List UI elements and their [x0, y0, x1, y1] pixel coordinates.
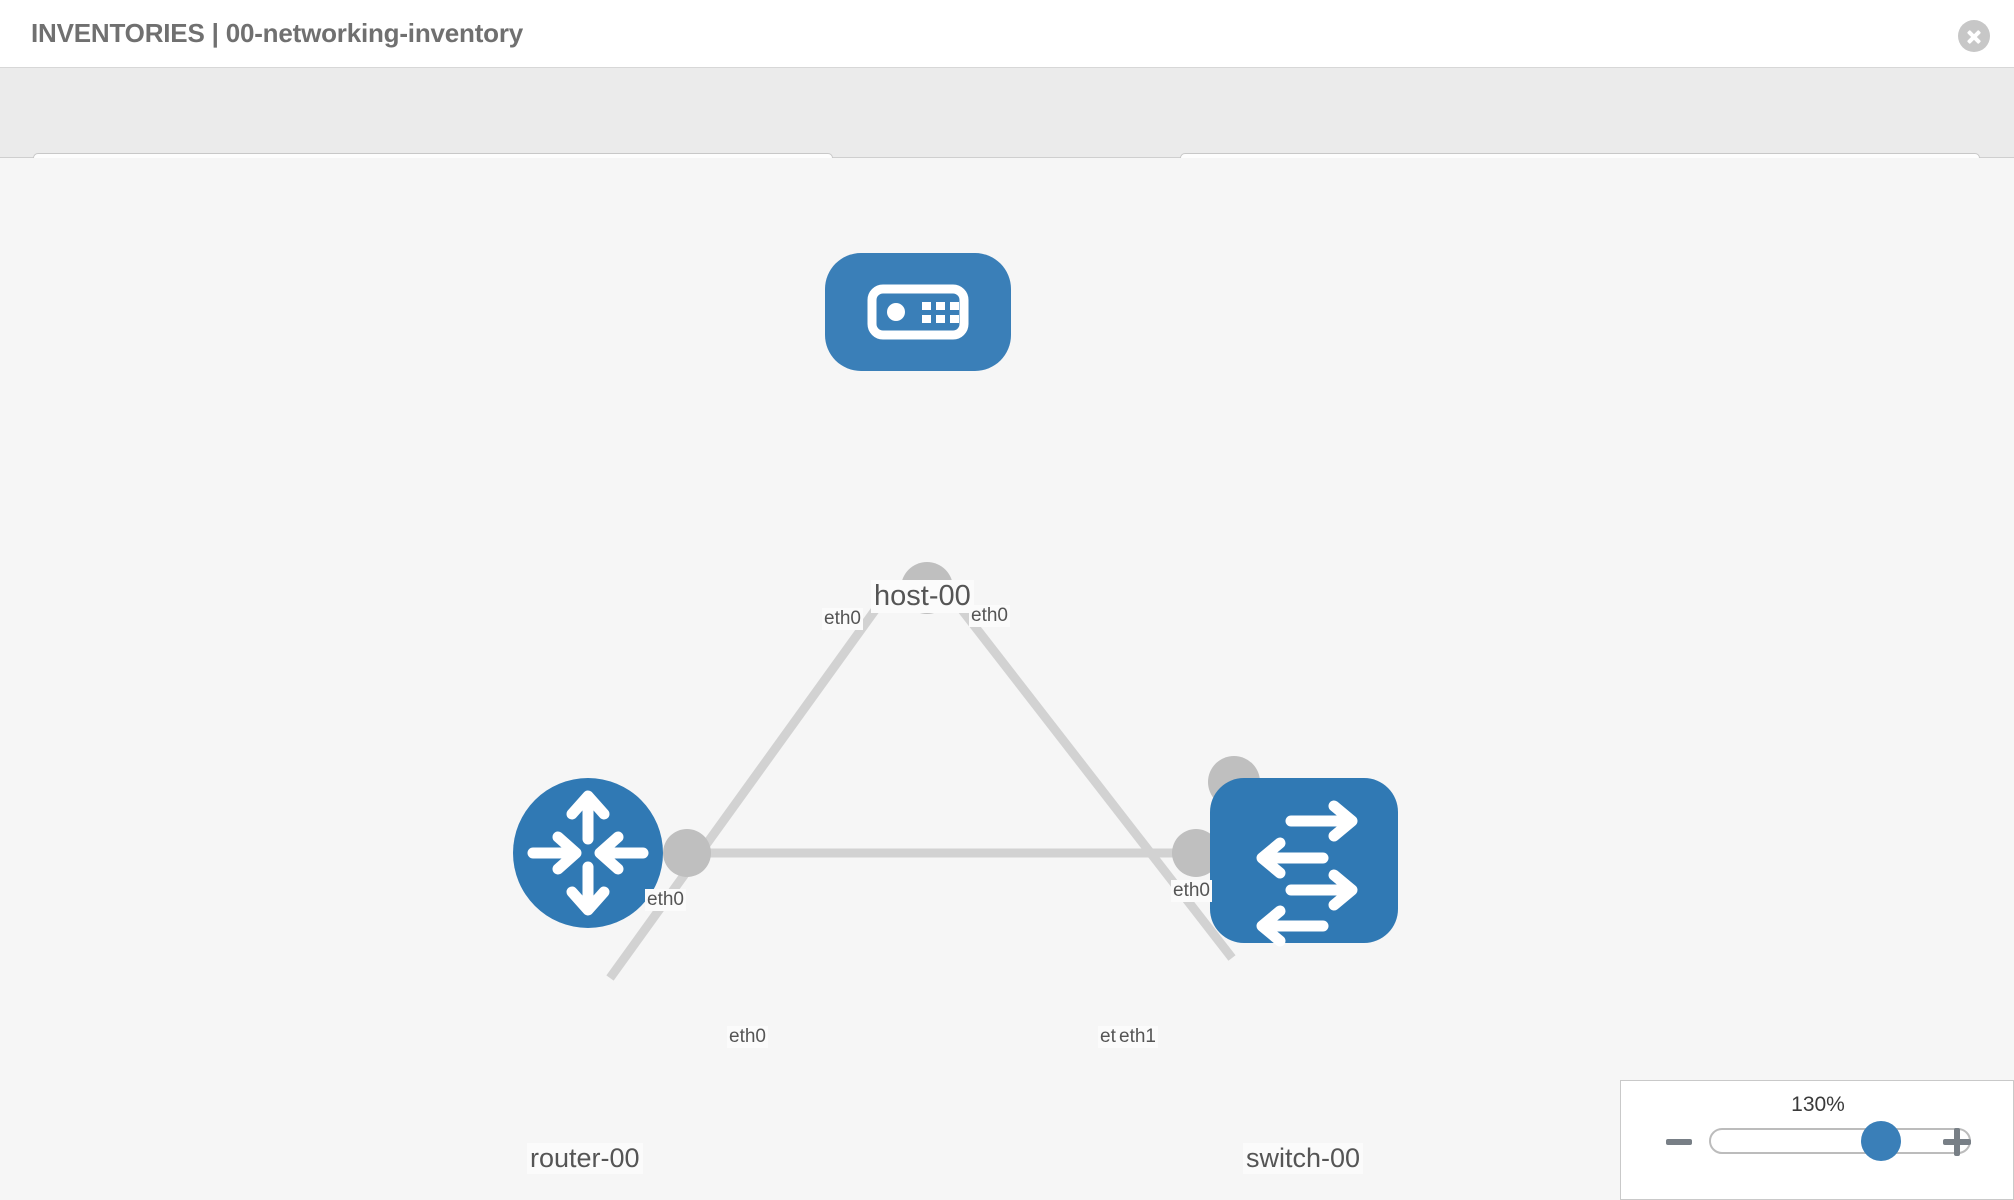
server-icon — [867, 284, 969, 340]
node-label-switch-00: switch-00 — [1243, 1143, 1364, 1174]
node-label-router-00: router-00 — [527, 1143, 643, 1174]
connector-switch00-eth1[interactable] — [1172, 829, 1220, 877]
topology-graph — [513, 253, 1398, 981]
node-label-host-00: host-00 — [871, 580, 974, 613]
edge-host00-switch00 — [941, 585, 1236, 961]
close-icon[interactable] — [1958, 20, 1990, 52]
node-router-00[interactable] — [513, 778, 663, 928]
iface-label-switch00-eth0-uplink: eth0 — [1171, 880, 1212, 902]
zoom-level-value: 130% — [1791, 1093, 1845, 1116]
app-header: INVENTORIES | 00-networking-inventory — [0, 0, 2014, 68]
topology-canvas[interactable]: host-00 router-00 switch-00 eth0 eth0 et… — [0, 158, 2014, 1200]
router-arrows-icon — [527, 790, 649, 916]
zoom-slider[interactable] — [1709, 1128, 1971, 1154]
page-title: INVENTORIES | 00-networking-inventory — [31, 18, 524, 48]
minus-icon[interactable] — [1666, 1139, 1692, 1145]
iface-label-router00-eth0-uplink: eth0 — [645, 889, 686, 911]
node-switch-00[interactable] — [1210, 778, 1398, 947]
toolbar: ACTIONS SEARCH — [0, 68, 2014, 199]
iface-label-router00-eth0: eth0 — [727, 1026, 768, 1048]
iface-label-host00-eth0-right: eth0 — [969, 605, 1010, 627]
connector-router00-eth0[interactable] — [663, 829, 711, 877]
iface-label-switch00-eth1: eth1 — [1117, 1026, 1158, 1048]
plus-icon[interactable] — [1943, 1128, 1971, 1156]
zoom-control-panel: 130% — [1620, 1080, 2014, 1200]
switch-arrows-icon — [1256, 800, 1358, 947]
iface-label-host00-eth0-left: eth0 — [822, 608, 863, 630]
edge-host00-router00 — [606, 585, 895, 981]
node-host-00[interactable] — [825, 253, 1011, 371]
zoom-slider-thumb[interactable] — [1861, 1121, 1901, 1161]
